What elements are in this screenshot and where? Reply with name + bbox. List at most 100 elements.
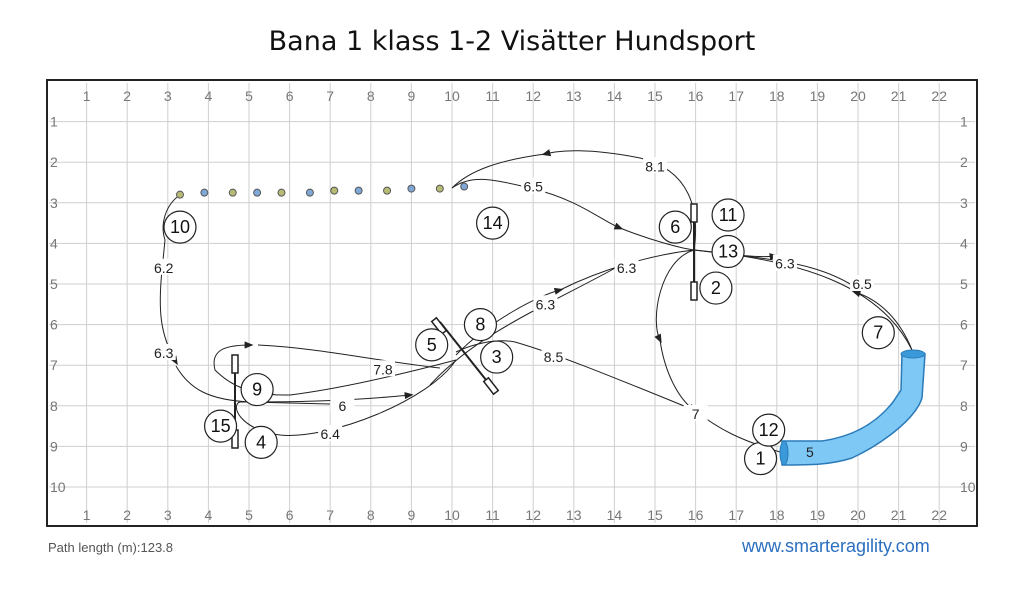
x-tick-label: 8: [367, 88, 375, 104]
y-tick-label: 9: [50, 438, 58, 454]
obstacle-number-1: 1: [743, 441, 778, 476]
path-segment: [734, 254, 861, 291]
y-tick-label: 9: [960, 438, 968, 454]
weave-pole: [253, 188, 262, 197]
weave-pole: [228, 188, 237, 197]
distance-label: 6.5: [850, 275, 875, 292]
weave-pole: [354, 186, 363, 195]
y-tick-label: 2: [960, 154, 968, 170]
tunnel-length: 5: [806, 444, 814, 460]
distance-label: 6.4: [318, 425, 343, 442]
x-tick-label: 2: [123, 507, 131, 523]
y-tick-label: 5: [50, 276, 58, 292]
x-tick-label: 8: [367, 507, 375, 523]
weave-pole: [407, 184, 416, 193]
weave-pole: [200, 188, 209, 197]
svg-text:7: 7: [873, 323, 883, 343]
y-tick-label: 5: [960, 276, 968, 292]
course-title: Bana 1 klass 1-2 Visätter Hundsport: [268, 26, 756, 57]
x-tick-label: 21: [891, 507, 907, 523]
x-tick-label: 12: [525, 507, 541, 523]
x-tick-label: 9: [408, 88, 416, 104]
x-tick-label: 14: [607, 88, 623, 104]
x-tick-label: 15: [647, 88, 663, 104]
svg-text:6.5: 6.5: [852, 276, 872, 292]
x-tick-label: 7: [326, 88, 334, 104]
obstacle-number-14: 14: [476, 206, 510, 240]
x-tick-label: 16: [688, 507, 704, 523]
x-tick-label: 22: [931, 507, 947, 523]
x-tick-label: 3: [164, 507, 172, 523]
y-tick-label: 10: [50, 479, 66, 495]
y-tick-label: 10: [960, 479, 976, 495]
path-segment: [619, 227, 695, 251]
weave-pole: [383, 186, 392, 195]
y-tick-label: 6: [960, 317, 968, 333]
distance-label: 6.3: [772, 254, 797, 272]
y-tick-label: 8: [960, 398, 968, 414]
x-tick-label: 5: [245, 507, 253, 523]
distance-label: 6.5: [521, 177, 546, 195]
weave-pole: [435, 184, 444, 193]
x-tick-label: 13: [566, 88, 582, 104]
svg-text:15: 15: [211, 416, 231, 436]
path-segment: [851, 290, 913, 351]
x-tick-label: 21: [891, 88, 907, 104]
svg-text:6: 6: [670, 217, 680, 237]
svg-text:6.3: 6.3: [775, 256, 795, 272]
x-tick-label: 1: [83, 507, 91, 523]
path-segment: [451, 153, 546, 189]
obstacle-number-12: 12: [752, 413, 786, 447]
x-tick-label: 18: [769, 88, 785, 104]
obstacle-number-5: 5: [415, 328, 449, 362]
x-tick-label: 19: [810, 507, 826, 523]
svg-text:5: 5: [427, 335, 437, 355]
svg-text:6.5: 6.5: [523, 179, 543, 195]
svg-text:6.4: 6.4: [320, 426, 340, 442]
obstacle-number-15: 15: [203, 409, 238, 443]
x-tick-label: 15: [647, 507, 663, 523]
x-tick-label: 7: [326, 507, 334, 523]
distance-label: 6.3: [614, 258, 639, 276]
svg-text:11: 11: [719, 205, 738, 225]
y-tick-label: 1: [50, 114, 58, 130]
x-tick-label: 6: [286, 507, 294, 523]
path-segment: [429, 260, 630, 386]
distance-label: 6: [330, 396, 355, 414]
weave-pole: [305, 188, 314, 197]
x-tick-label: 14: [607, 507, 623, 523]
x-tick-label: 5: [245, 88, 253, 104]
x-tick-label: 22: [931, 88, 947, 104]
distance-label: 6.2: [151, 258, 176, 276]
distance-label: 7.8: [370, 360, 395, 377]
y-tick-label: 8: [50, 398, 58, 414]
y-tick-label: 3: [960, 195, 968, 211]
x-tick-label: 11: [485, 88, 500, 104]
obstacle-number-11: 11: [711, 198, 745, 232]
x-tick-label: 3: [164, 88, 172, 104]
y-tick-label: 3: [50, 195, 58, 211]
weave-pole: [460, 182, 469, 191]
svg-text:8.1: 8.1: [645, 158, 665, 174]
svg-text:10: 10: [170, 217, 190, 237]
x-tick-label: 10: [444, 88, 460, 104]
path-segment: [235, 359, 457, 436]
svg-text:6.3: 6.3: [617, 260, 637, 276]
x-tick-label: 20: [850, 507, 866, 523]
website-link[interactable]: www.smarteragility.com: [742, 536, 930, 556]
svg-text:13: 13: [718, 242, 738, 262]
distance-label: 8.1: [643, 157, 667, 174]
x-tick-label: 17: [728, 507, 744, 523]
x-tick-label: 16: [688, 88, 704, 104]
obstacle-number-8: 8: [463, 308, 498, 342]
y-tick-label: 1: [960, 114, 968, 130]
y-tick-label: 6: [50, 317, 58, 333]
svg-text:4: 4: [256, 432, 266, 452]
x-tick-label: 19: [810, 88, 826, 104]
x-tick-label: 9: [408, 507, 416, 523]
grid-lines: [49, 83, 975, 523]
